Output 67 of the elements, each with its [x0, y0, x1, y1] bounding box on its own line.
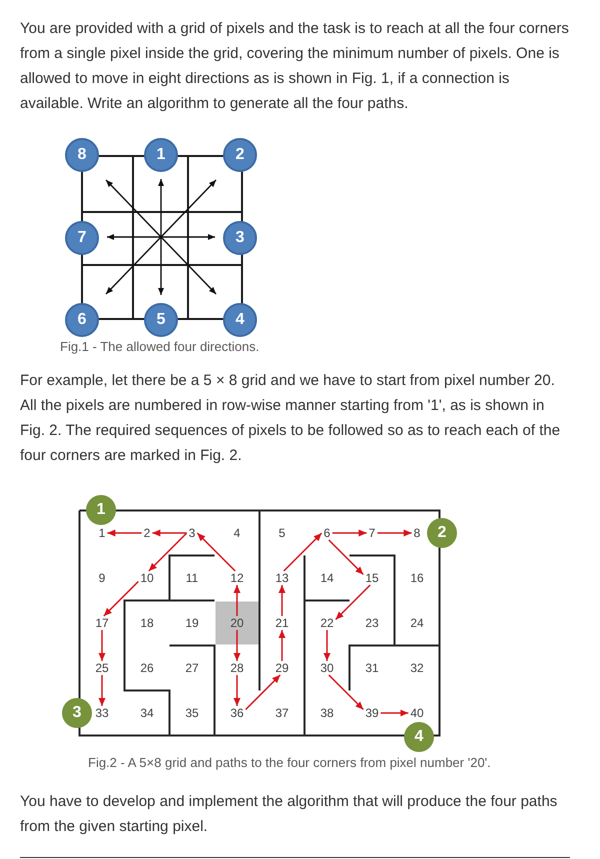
arrow [328, 539, 364, 576]
pixel-number: 18 [139, 616, 155, 630]
arrow [332, 530, 367, 536]
pixel-number: 28 [228, 661, 246, 675]
pixel-number: 30 [318, 661, 336, 675]
pixel-number: 6 [322, 526, 332, 540]
pixel-number: 4 [232, 526, 242, 540]
arrow [278, 585, 286, 616]
arrow [196, 532, 236, 572]
paragraph: You have to develop and implement the algorithm that will produce the four paths from the given starting pixel. [20, 792, 558, 837]
pixel-number: 11 [184, 571, 200, 585]
pixel-number: 5 [278, 526, 286, 540]
pixel-number: 12 [228, 571, 246, 585]
arrow [107, 530, 142, 536]
pixel-number: 26 [139, 661, 155, 675]
arrow [234, 585, 240, 616]
pixel-number: 34 [139, 706, 155, 720]
pixel-number: 3 [186, 526, 198, 540]
pixel-number: 31 [364, 661, 380, 675]
paragraph: For example, let there be a 5 × 8 grid and we have to start from pixel number 20. [20, 371, 556, 391]
pixel-number: 32 [409, 661, 425, 675]
pixel-number: 35 [184, 706, 200, 720]
arrow [377, 530, 412, 536]
pixel-number: 10 [138, 571, 156, 585]
pixel-number: 23 [364, 616, 380, 630]
pixel-number: 39 [363, 706, 381, 720]
arrow [152, 530, 187, 536]
arrow [234, 630, 240, 661]
pixel-number: 8 [412, 526, 422, 540]
pixel-number: 14 [319, 571, 335, 585]
pixel-number: 38 [319, 706, 335, 720]
pixel-number: 15 [363, 571, 381, 585]
arrow [324, 630, 330, 661]
figure-caption: Fig.2 - A 5×8 grid and paths to the four corners from pixel number '20'. [88, 754, 491, 772]
pixel-number: 13 [273, 571, 291, 585]
pixel-number: 17 [93, 616, 111, 630]
arrow [335, 584, 371, 620]
arrow [278, 630, 286, 661]
pixel-number: 7 [366, 526, 378, 540]
pixel-number: 29 [273, 661, 291, 675]
paragraph: All the pixels are numbered in row-wise manner starting from '1', as is shown in Fig. 2. The required sequences of pixels to be followed so as to reach each of the four corners are marked in Fig. 2. [20, 396, 562, 466]
pixel-number: 16 [409, 571, 425, 585]
arrow [283, 532, 322, 572]
pixel-number: 21 [273, 616, 291, 630]
arrow [98, 675, 106, 706]
pixel-number: 9 [98, 571, 106, 585]
arrow [380, 710, 408, 716]
arrow [103, 580, 139, 617]
pixel-number: 36 [228, 706, 246, 720]
pixel-number: 24 [409, 616, 425, 630]
pixel-number: 22 [318, 616, 336, 630]
arrow [328, 674, 364, 710]
pixel-number: 19 [184, 616, 200, 630]
arrow [148, 532, 188, 572]
pixel-number: 20 [228, 616, 246, 630]
pixel-number: 2 [142, 526, 152, 540]
figure-caption: Fig.1 - The allowed four directions. [60, 338, 260, 356]
pixel-number: 27 [184, 661, 200, 675]
arrow [234, 675, 240, 706]
pixel-number: 37 [274, 706, 290, 720]
pixel-number: 40 [408, 706, 426, 720]
arrow [245, 674, 281, 710]
pixel-number: 25 [93, 661, 111, 675]
paragraph: You are provided with a grid of pixels and the task is to reach at all the four corners from a single pixel inside the grid, covering the minimum number of pixels. One is allowed to move in eight directions as is shown in Fig. 1, if a connection is available. Write an algorithm to generate all the four paths. [20, 19, 570, 114]
arrow [98, 630, 106, 661]
pixel-number: 1 [96, 526, 108, 540]
pixel-number: 33 [93, 706, 111, 720]
